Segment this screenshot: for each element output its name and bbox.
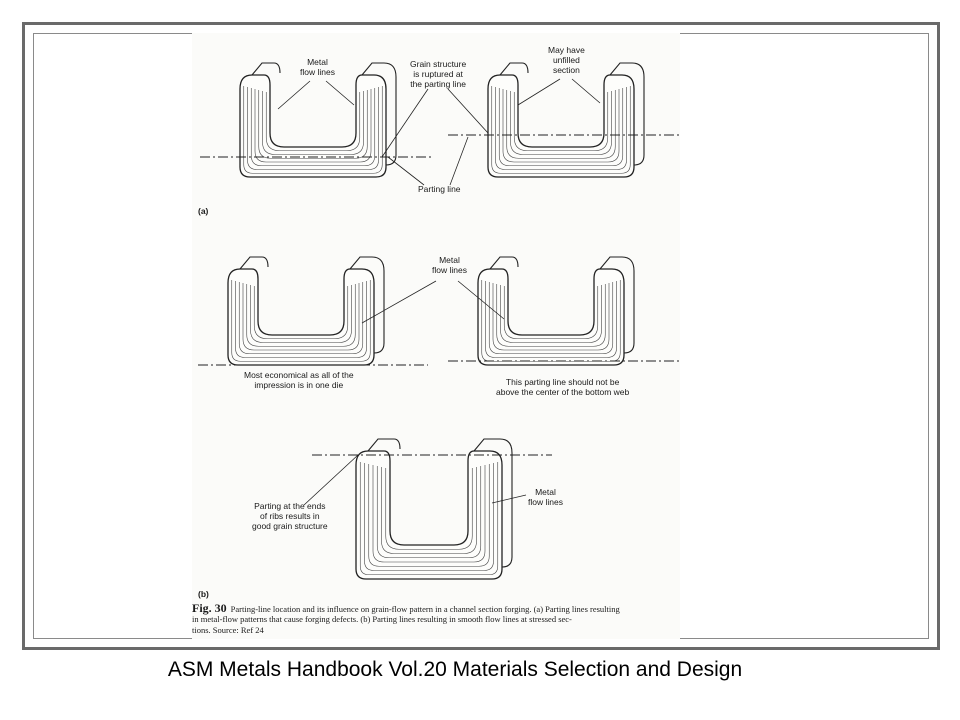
channel-b-bottom-flow-line <box>368 464 490 567</box>
label-parting-line: Parting line <box>418 184 461 194</box>
channel-forging-diagram <box>198 62 680 580</box>
channel-a-left-depth-left <box>251 62 281 76</box>
channel-b-right-outline <box>477 268 625 366</box>
leader-unfilled-1 <box>517 78 561 106</box>
channel-b-bottom-flow-line <box>372 465 486 563</box>
channel-b-right-flow-line <box>500 285 602 343</box>
channel-a-right-flow-line <box>506 90 616 159</box>
leader-flow-a-2 <box>325 80 355 106</box>
caption-line-1: Parting-line location and its influence … <box>230 604 620 614</box>
channel-b-bottom-flow-line <box>381 467 477 554</box>
leader-ruptured-left <box>381 88 429 158</box>
channel-a-left-flow-line <box>265 92 361 152</box>
leader-parting-ends <box>303 454 359 506</box>
channel-a-right-flow-line <box>495 87 627 170</box>
slide-footer-title: ASM Metals Handbook Vol.20 Materials Sel… <box>167 658 743 681</box>
channel-a-left-flow-line <box>254 89 372 163</box>
channel-a-right-flow-line <box>510 91 612 155</box>
channel-a-right-flow-line <box>513 92 609 152</box>
leader-flow-a-1 <box>277 80 311 110</box>
channel-b-right-flow-line <box>488 282 614 355</box>
channel-a-left-outline <box>239 74 387 178</box>
channel-a-left-flow-line <box>247 87 379 170</box>
channel-a-left-flow-line <box>243 86 383 174</box>
channel-a-right-outline <box>487 74 635 178</box>
leader-unfilled-2 <box>571 78 601 104</box>
channel-a-right-flow-line <box>491 86 631 174</box>
channel-b-left-flow-line <box>235 281 367 358</box>
caption-line-2: in metal-flow patterns that cause forgin… <box>192 614 572 624</box>
channel-b-left-flow-line <box>246 284 356 347</box>
channel-b-right-flow-line <box>485 281 617 358</box>
channel-a-right-flow-line <box>502 89 620 163</box>
panel-a-tag: (a) <box>198 206 209 216</box>
channel-b-right-flow-line <box>503 286 599 340</box>
channel-b-left-flow-line <box>253 286 349 340</box>
channel-b-right-flow-line <box>496 284 606 347</box>
leader-flow-b1-2 <box>457 280 505 320</box>
channel-b-right-depth-right <box>599 256 635 354</box>
channel-b-bottom-flow-line <box>364 463 494 571</box>
channel-a-left-flow-line <box>250 88 376 167</box>
channel-a-right-flow-line <box>498 88 624 167</box>
channel-a-left-flow-line <box>262 91 364 155</box>
leader-flow-b2 <box>491 494 527 504</box>
channel-b-left-flow-line <box>250 285 352 343</box>
channel-b-bottom-depth-left <box>367 438 401 452</box>
channel-b-left-outline <box>227 268 375 366</box>
channel-b-right-flow-line <box>492 283 610 351</box>
channel-b-left-depth-right <box>349 256 385 354</box>
channel-b-bottom-flow-line <box>385 468 473 550</box>
channel-b-bottom-flow-line <box>376 466 482 559</box>
leader-parting-2 <box>449 136 469 186</box>
channel-a-right-depth-right <box>609 62 645 166</box>
channel-b-left-flow-line <box>231 280 371 362</box>
channel-b-bottom-flow-line <box>359 462 499 576</box>
channel-b-left-flow-line <box>238 282 364 355</box>
caption-line-3: tions. Source: Ref 24 <box>192 625 264 635</box>
channel-b-bottom-outline <box>355 450 503 580</box>
leader-flow-b1-1 <box>361 280 437 324</box>
panel-b-tag: (b) <box>198 589 209 599</box>
channel-b-left-flow-line <box>242 283 360 351</box>
channel-a-left-flow-line <box>258 90 368 159</box>
leader-parting-1 <box>387 156 425 186</box>
channel-b-bottom-depth-right <box>473 438 513 568</box>
channel-b-right-depth-left <box>489 256 519 270</box>
leader-ruptured-right <box>447 88 489 134</box>
channel-a-right-depth-left <box>499 62 529 76</box>
caption-fig-number: Fig. 30 <box>192 601 227 615</box>
channel-a-left-depth-right <box>361 62 397 166</box>
channel-b-left-depth-left <box>239 256 269 270</box>
